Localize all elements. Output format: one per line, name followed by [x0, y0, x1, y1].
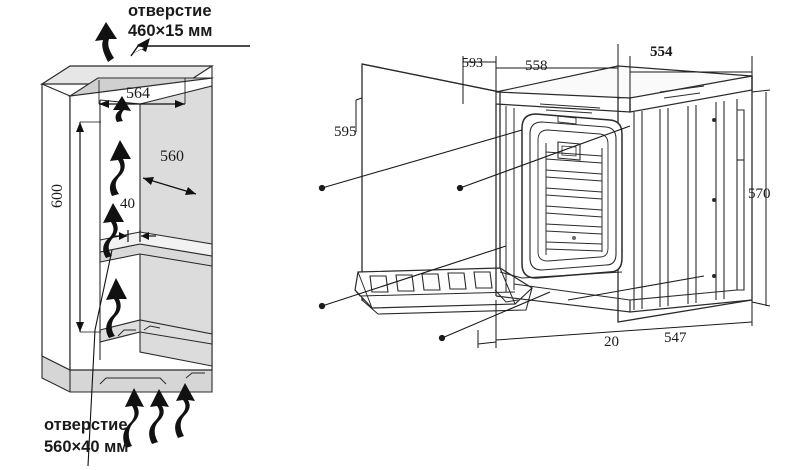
callout-leader-lines	[318, 125, 705, 342]
left-dimension-lines	[76, 45, 250, 467]
dim-40: 40	[120, 196, 135, 212]
oven-side-ribs	[629, 99, 745, 310]
right-dimension-lines	[355, 44, 771, 348]
oven-unit-svg	[318, 44, 771, 348]
oven-door-panel	[361, 63, 501, 301]
oven-door-bottom-rail	[354, 267, 533, 315]
cabinet-body	[39, 65, 215, 371]
dim-595: 595	[334, 124, 357, 140]
dim-593: 593	[462, 56, 483, 71]
oven-control-strip	[539, 85, 705, 125]
cabinet-floor	[99, 319, 213, 345]
dim-20: 20	[604, 334, 619, 350]
airflow-arrows	[95, 22, 195, 448]
oven-shelf-rails	[545, 141, 603, 255]
top-callout-line1: отверстие	[128, 2, 212, 20]
dim-547: 547	[664, 330, 687, 346]
dim-560: 560	[160, 148, 184, 165]
bottom-callout-line2: 560×40 мм	[44, 438, 129, 456]
dim-600: 600	[49, 184, 66, 208]
cabinet-ventilation-svg	[39, 22, 250, 467]
oven-cavity-lip	[499, 271, 631, 301]
top-callout-line2: 460×15 мм	[128, 22, 213, 40]
dim-570: 570	[748, 186, 771, 202]
dim-564: 564	[126, 85, 150, 102]
dim-558: 558	[525, 58, 548, 74]
bottom-callout-line1: отверстие	[44, 416, 128, 434]
dim-554: 554	[650, 44, 673, 60]
oven-cavity	[521, 113, 623, 279]
